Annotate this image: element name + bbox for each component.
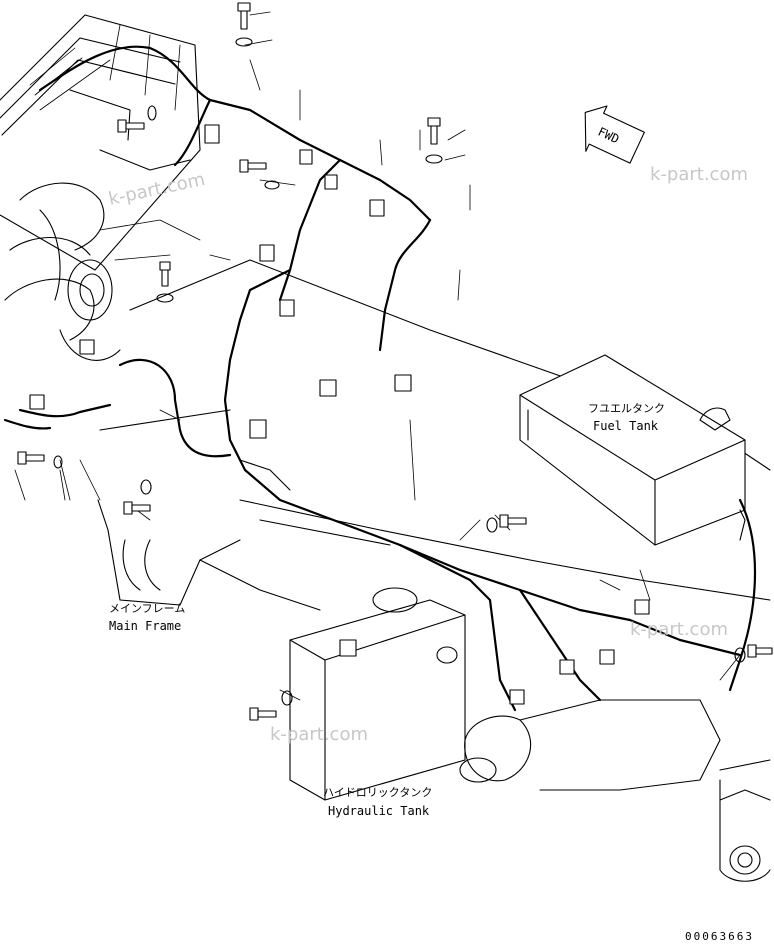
bolt-mid-2 <box>156 261 174 303</box>
main-frame-label-en: Main Frame <box>109 619 181 633</box>
rear-equipment <box>459 699 771 882</box>
fuel-tank-label: フユエルタンク Fuel Tank <box>588 402 665 433</box>
bolt-bottom-1 <box>249 690 293 721</box>
bolt-right-1 <box>486 514 527 533</box>
bolt-top-1 <box>235 2 253 47</box>
hydraulic-tank <box>289 587 466 801</box>
cooling-fan <box>4 182 201 361</box>
main-frame-label-jp: メインフレーム <box>109 602 185 615</box>
drawing-number: 00063663 <box>685 930 754 943</box>
watermark-1: k-part.com <box>107 169 207 210</box>
bolt-top-2 <box>425 117 443 164</box>
bolt-left-1 <box>117 105 157 133</box>
watermark-2: k-part.com <box>650 164 748 185</box>
bolt-mid-1 <box>239 159 280 190</box>
fuel-tank-label-jp: フユエルタンク <box>588 402 665 415</box>
fuel-tank-label-en: Fuel Tank <box>593 419 659 433</box>
watermark-4: k-part.com <box>270 724 368 745</box>
watermark-3: k-part.com <box>630 619 728 640</box>
bolt-left-2 <box>17 451 63 469</box>
hydraulic-tank-label: ハイドロリックタンク Hydraulic Tank <box>323 786 432 818</box>
hydraulic-tank-label-jp: ハイドロリックタンク <box>323 786 432 799</box>
leader-lines <box>14 11 741 701</box>
bolt-left-3 <box>123 479 152 515</box>
bolt-right-2 <box>734 644 773 663</box>
main-frame-label: メインフレーム Main Frame <box>109 602 185 633</box>
fuel-tank <box>519 354 746 546</box>
hydraulic-tank-label-en: Hydraulic Tank <box>328 804 430 818</box>
fwd-direction-marker: FWD <box>584 105 645 164</box>
harness-wiring <box>3 45 757 712</box>
harness-clamps <box>29 124 650 705</box>
radiator-assembly <box>0 14 201 271</box>
